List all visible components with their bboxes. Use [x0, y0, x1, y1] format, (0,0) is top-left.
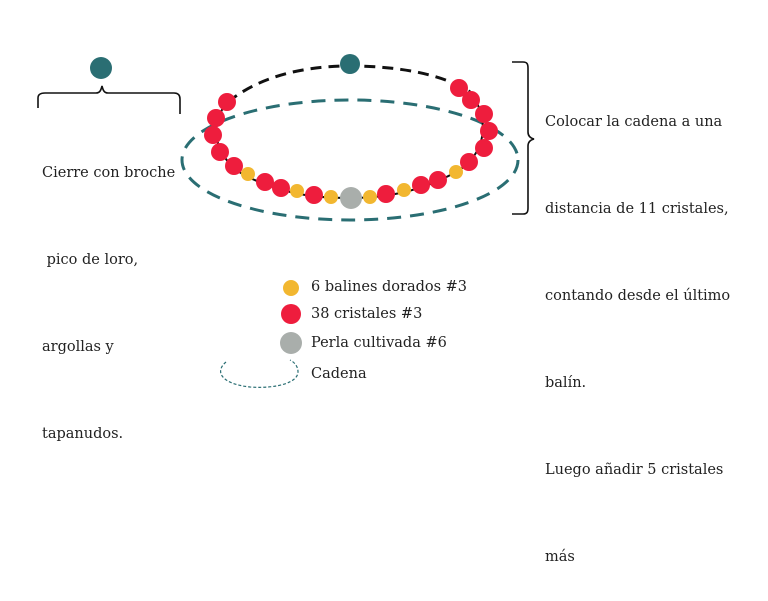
red-crystal	[475, 105, 493, 123]
clasp-top-icon	[340, 54, 360, 74]
gray-pearl-icon	[280, 332, 302, 354]
red-crystal	[475, 139, 493, 157]
red-crystal	[480, 122, 498, 140]
gold-bead	[241, 167, 255, 181]
red-crystal	[218, 93, 236, 111]
instruction-line: Colocar la cadena a una	[545, 114, 723, 130]
gold-bead-icon	[283, 280, 299, 296]
clasp-note-line: Cierre con broche	[42, 165, 176, 181]
red-crystal	[211, 143, 229, 161]
gold-bead	[363, 190, 377, 204]
instruction-line: contando desde el último	[545, 288, 731, 304]
gold-bead	[324, 190, 338, 204]
chain-instructions: Colocar la cadena a una distancia de 11 …	[545, 50, 730, 601]
dashed-chain-icon	[220, 359, 299, 388]
right-brace	[512, 61, 535, 215]
legend-label-gray-pearl: Perla cultivada #6	[311, 335, 447, 351]
instruction-line: más	[545, 549, 575, 565]
chain-outline	[180, 98, 520, 222]
red-crystal	[429, 171, 447, 189]
red-crystal	[272, 179, 290, 197]
red-crystals	[204, 79, 498, 204]
red-crystal-icon	[281, 304, 301, 324]
instruction-line: balín.	[545, 375, 587, 391]
clasp-note-line: tapanudos.	[42, 426, 124, 442]
instruction-line: Luego añadir 5 cristales	[545, 462, 724, 478]
gold-bead	[290, 184, 304, 198]
red-crystal	[204, 126, 222, 144]
left-brace	[37, 85, 181, 114]
red-crystal	[450, 79, 468, 97]
red-crystal	[412, 176, 430, 194]
gold-bead	[397, 183, 411, 197]
red-crystal	[377, 185, 395, 203]
legend-label-gold-beads: 6 balines dorados #3	[311, 279, 468, 295]
gold-beads	[241, 165, 463, 204]
gold-bead	[449, 165, 463, 179]
bracelet-diagram	[37, 54, 535, 388]
clasp-note-line: argollas y	[42, 339, 114, 355]
legend-label-red-crystals: 38 cristales #3	[311, 306, 423, 322]
clasp-note-line: pico de loro,	[42, 252, 139, 268]
red-crystal	[207, 109, 225, 127]
red-crystal	[256, 173, 274, 191]
legend-label-chain: Cadena	[311, 366, 367, 382]
red-crystal	[225, 157, 243, 175]
clasp-left-icon	[90, 57, 112, 79]
red-crystal	[462, 91, 480, 109]
red-crystal	[305, 186, 323, 204]
clasp-note: Cierre con broche pico de loro, argollas…	[42, 101, 175, 478]
instruction-line: distancia de 11 cristales,	[545, 201, 729, 217]
gray-pearl	[340, 187, 362, 209]
red-crystal	[460, 153, 478, 171]
